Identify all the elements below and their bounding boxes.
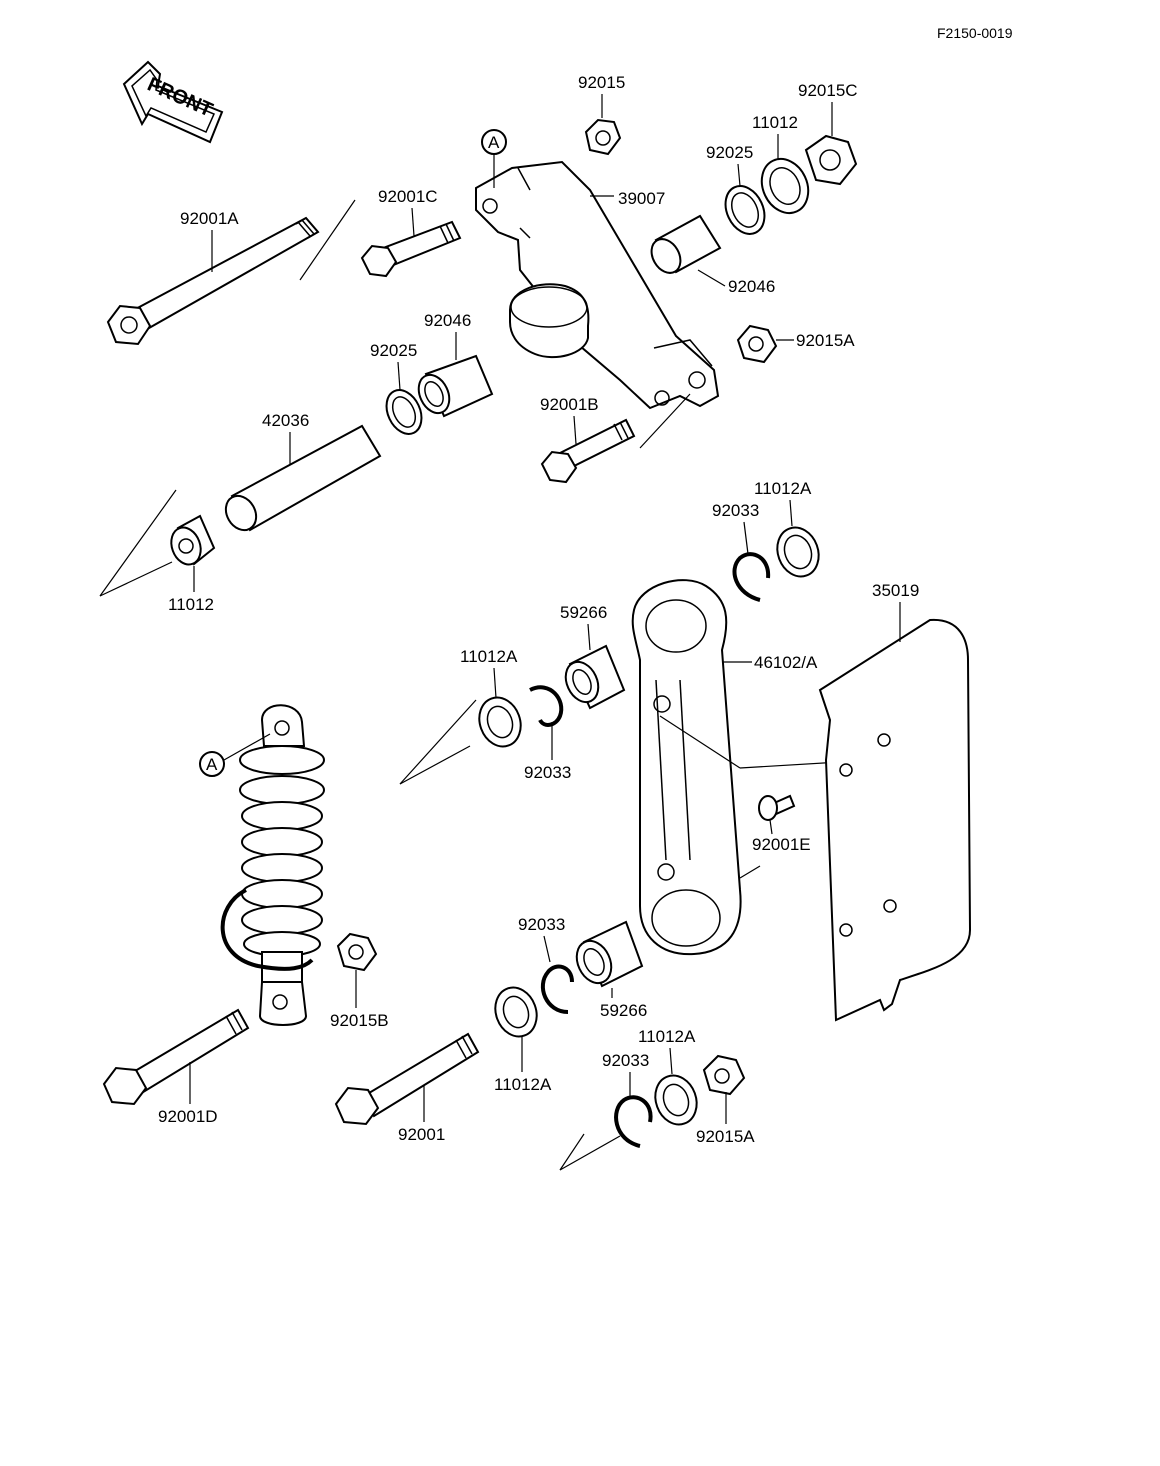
needle-bearing-92046-right xyxy=(650,214,722,274)
label-92025-left: 92025 xyxy=(370,341,417,360)
bolt-92001d xyxy=(102,1008,250,1106)
ref-mark-a-shock: A xyxy=(206,755,218,774)
bushing-11012a-top xyxy=(776,526,820,578)
label-39007: 39007 xyxy=(618,189,665,208)
label-92046-left: 92046 xyxy=(424,311,471,330)
label-92033-low: 92033 xyxy=(518,915,565,934)
leader-line xyxy=(493,667,497,699)
label-11012a-bot: 11012A xyxy=(638,1027,696,1046)
leader-line xyxy=(559,1133,585,1171)
circlip-92033-low xyxy=(540,964,574,1014)
leader-line xyxy=(739,761,841,769)
rocker-arm-39007 xyxy=(475,160,720,410)
leader-line xyxy=(639,393,691,449)
nut-92015c xyxy=(804,134,858,186)
ref-mark-a-top: A xyxy=(488,133,500,152)
leader-line xyxy=(399,745,471,785)
bolt-92001 xyxy=(334,1032,480,1126)
leader-line xyxy=(789,499,793,527)
leader-line xyxy=(411,207,415,237)
label-92015a-top: 92015A xyxy=(796,331,855,350)
bolt-92001b xyxy=(540,418,636,484)
collar-11012-left xyxy=(170,514,216,566)
label-46102a: 46102/A xyxy=(754,653,818,672)
washer-92025-top xyxy=(724,185,766,235)
screw-92001e xyxy=(758,794,796,821)
bushing-11012a-mid xyxy=(478,696,522,748)
label-11012-top: 11012 xyxy=(752,113,798,132)
leader-line xyxy=(697,269,726,287)
sleeve-42036 xyxy=(224,424,382,532)
leader-line xyxy=(739,865,761,879)
leader-line xyxy=(659,715,741,769)
bushing-11012a-low xyxy=(494,986,538,1038)
label-92001b: 92001B xyxy=(540,395,599,414)
bolt-92001c xyxy=(360,220,462,278)
label-11012a-top: 11012A xyxy=(754,479,812,498)
label-59266-top: 59266 xyxy=(560,603,607,622)
label-92001a: 92001A xyxy=(180,209,239,228)
document-id: F2150-0019 xyxy=(937,25,1013,41)
label-42036: 42036 xyxy=(262,411,309,430)
leader-line xyxy=(573,415,577,445)
sleeve-59266-top xyxy=(564,644,626,710)
label-92001: 92001 xyxy=(398,1125,445,1144)
leader-line xyxy=(99,489,177,597)
needle-bearing-92046-left xyxy=(417,354,494,418)
bushing-11012a-bot xyxy=(654,1074,698,1126)
circlip-92033-top xyxy=(732,552,771,602)
label-92033-mid: 92033 xyxy=(524,763,571,782)
label-35019: 35019 xyxy=(872,581,919,600)
label-11012-left: 11012 xyxy=(168,595,214,614)
shock-absorber xyxy=(220,704,325,1026)
bolt-92001a xyxy=(106,216,320,346)
leader-line xyxy=(299,199,356,281)
label-92015: 92015 xyxy=(578,73,625,92)
label-92046-right: 92046 xyxy=(728,277,775,296)
leader-line xyxy=(743,521,749,555)
nut-92015 xyxy=(584,118,622,156)
leader-line xyxy=(99,561,173,597)
guard-35019 xyxy=(818,618,972,1022)
leader-line xyxy=(737,163,741,187)
label-92025-top: 92025 xyxy=(706,143,753,162)
leader-line xyxy=(399,699,477,785)
front-arrow-icon: FRONT xyxy=(122,60,224,144)
nut-92015a-bot xyxy=(702,1054,746,1096)
leader-line xyxy=(587,623,591,651)
leader-line xyxy=(669,1047,673,1075)
label-59266-low: 59266 xyxy=(600,1001,647,1020)
nut-92015b xyxy=(336,932,378,972)
label-92015b: 92015B xyxy=(330,1011,389,1030)
leader-line xyxy=(769,819,773,835)
bushing-11012-top xyxy=(760,157,810,215)
nut-92015a-top xyxy=(736,324,778,364)
label-11012a-low: 11012A xyxy=(494,1075,552,1094)
label-92033-top: 92033 xyxy=(712,501,759,520)
label-92001d: 92001D xyxy=(158,1107,218,1126)
label-92015c: 92015C xyxy=(798,81,858,100)
circlip-92033-bot xyxy=(614,1095,653,1148)
label-92015a-bot: 92015A xyxy=(696,1127,755,1146)
ref-a-circle-shock xyxy=(199,751,225,777)
leader-line xyxy=(559,1135,621,1171)
label-92001c: 92001C xyxy=(378,187,438,206)
label-92001e: 92001E xyxy=(752,835,811,854)
label-11012a-mid: 11012A xyxy=(460,647,518,666)
washer-92025-left xyxy=(385,389,423,435)
sleeve-59266-low xyxy=(575,920,644,988)
circlip-92033-mid xyxy=(529,685,564,727)
leader-line xyxy=(397,361,401,391)
label-92033-bot: 92033 xyxy=(602,1051,649,1070)
tie-rod-46102a xyxy=(631,579,742,956)
leader-line xyxy=(543,935,551,963)
leader-line xyxy=(223,733,271,761)
